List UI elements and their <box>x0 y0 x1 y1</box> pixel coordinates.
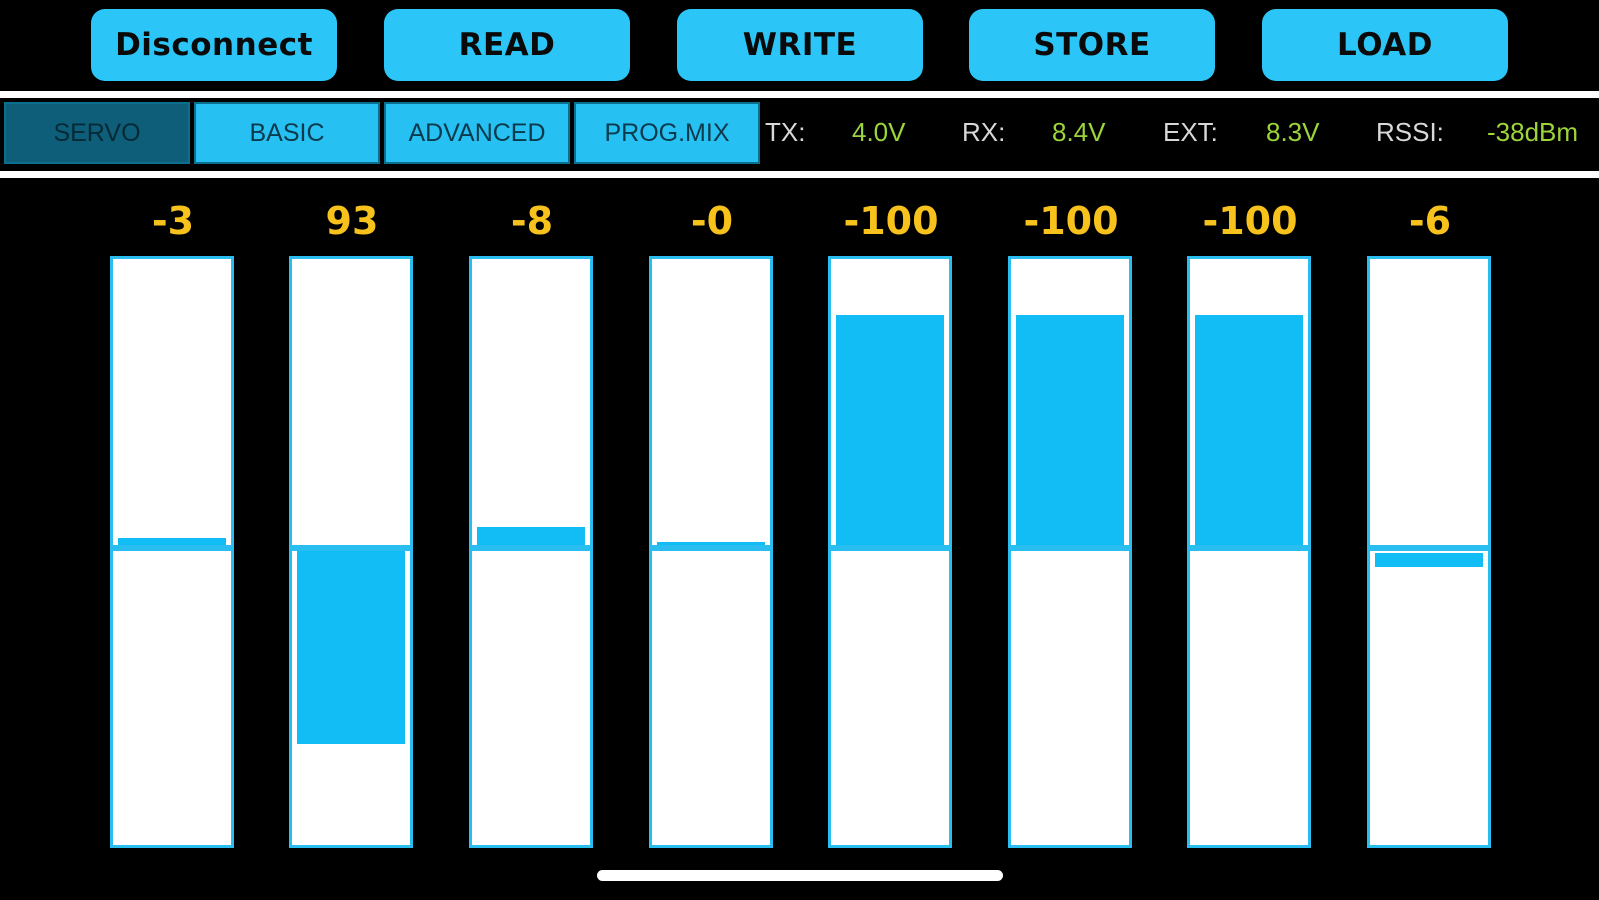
write-button[interactable]: WRITE <box>677 9 923 81</box>
channel-4-center-line <box>652 545 770 551</box>
ext-value: 8.3V <box>1266 117 1320 147</box>
channel-4-fill <box>657 542 765 545</box>
tab-advanced[interactable]: ADVANCED <box>384 102 570 164</box>
rx-value: 8.4V <box>1052 117 1106 147</box>
read-button[interactable]: READ <box>384 9 630 81</box>
top-divider <box>0 91 1599 98</box>
top-toolbar: Disconnect READ WRITE STORE LOAD <box>0 0 1599 88</box>
tx-value: 4.0V <box>852 117 906 147</box>
channel-7-center-line <box>1190 545 1308 551</box>
tab-prog-mix[interactable]: PROG.MIX <box>574 102 760 164</box>
channel-8-center-line <box>1370 545 1488 551</box>
ext-label: EXT: <box>1163 117 1218 147</box>
channel-6-bar <box>1008 256 1132 848</box>
channel-3-center-line <box>472 545 590 551</box>
channel-7-value: -100 <box>1202 199 1298 243</box>
channel-2-value: 93 <box>325 199 379 243</box>
channel-2-bar <box>289 256 413 848</box>
channel-4-value: -0 <box>690 199 734 243</box>
rssi-label: RSSI: <box>1376 117 1444 147</box>
tab-servo[interactable]: SERVO <box>4 102 190 164</box>
channel-5-bar <box>828 256 952 848</box>
home-indicator[interactable] <box>597 870 1003 881</box>
channel-7-bar <box>1187 256 1311 848</box>
channel-6-value: -100 <box>1023 199 1119 243</box>
tab-basic[interactable]: BASIC <box>194 102 380 164</box>
store-button[interactable]: STORE <box>969 9 1215 81</box>
channel-2-fill <box>297 551 405 744</box>
tx-label: TX: <box>765 117 806 147</box>
channel-5-fill <box>836 315 944 545</box>
channel-2-center-line <box>292 545 410 551</box>
tab-strip: SERVO BASIC ADVANCED PROG.MIX <box>0 98 1599 168</box>
channel-5-value: -100 <box>843 199 939 243</box>
channel-5-center-line <box>831 545 949 551</box>
rssi-value: -38dBm <box>1487 117 1579 147</box>
channel-3-fill <box>477 527 585 545</box>
channel-8-fill <box>1375 553 1483 567</box>
rx-label: RX: <box>962 117 1006 147</box>
channel-3-value: -8 <box>510 199 554 243</box>
channel-8-value: -6 <box>1408 199 1452 243</box>
load-button[interactable]: LOAD <box>1262 9 1508 81</box>
channel-4-bar <box>649 256 773 848</box>
channel-6-fill <box>1016 315 1124 545</box>
channel-1-fill <box>118 538 226 545</box>
disconnect-button[interactable]: Disconnect <box>91 9 337 81</box>
channel-7-fill <box>1195 315 1303 545</box>
channel-3-bar <box>469 256 593 848</box>
channel-8-bar <box>1367 256 1491 848</box>
channel-1-center-line <box>113 545 231 551</box>
channel-1-value: -3 <box>151 199 195 243</box>
bottom-divider <box>0 171 1599 178</box>
channel-1-bar <box>110 256 234 848</box>
channel-6-center-line <box>1011 545 1129 551</box>
